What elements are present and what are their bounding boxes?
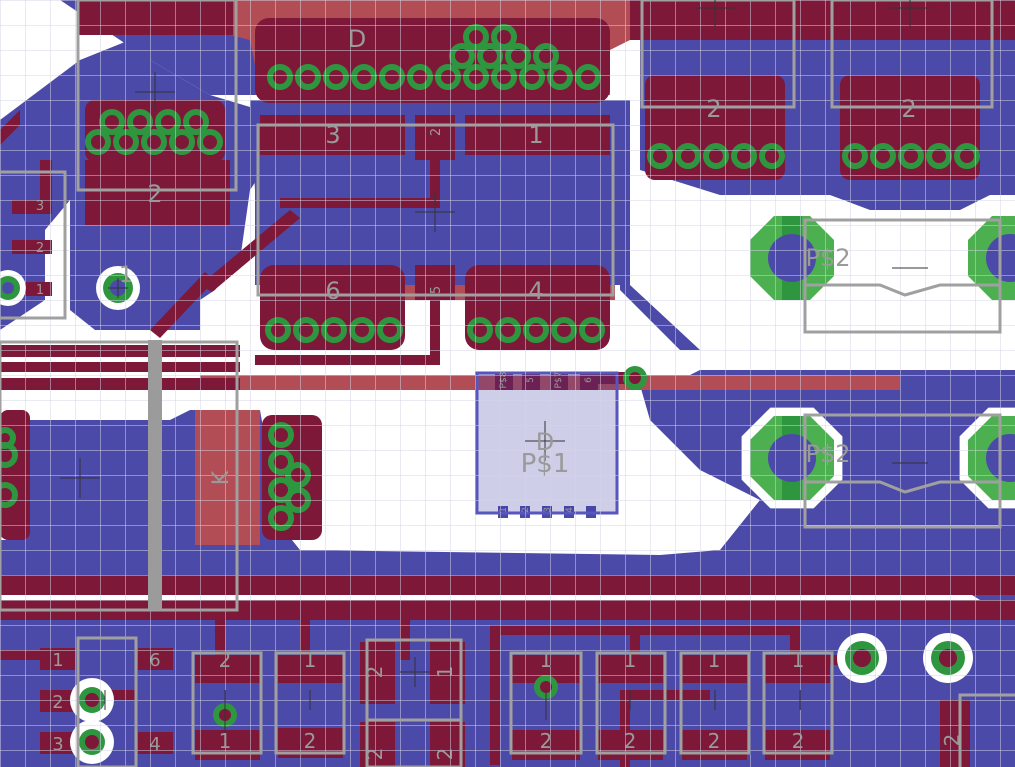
- chip-pad-label: P$1: [521, 449, 570, 479]
- k-block-label: K: [209, 470, 234, 485]
- top-header-label: D: [348, 25, 366, 53]
- silkscreen-labels: D 2 3 1 6 4 2 5 2 2 3 2 1 1 P$2 P$2 D P$…: [36, 25, 964, 760]
- smd-1-a: 2: [219, 648, 232, 672]
- smd-1-b: 1: [219, 729, 232, 753]
- connector-left-pin3: 3: [36, 199, 44, 214]
- smd-7-a: 1: [792, 648, 805, 672]
- opto-pin3: 3: [52, 734, 63, 755]
- header-right-a-label: 2: [706, 95, 721, 123]
- smd-3-b: 1: [433, 666, 457, 679]
- block-left-label: 2: [147, 180, 162, 208]
- chip-pin-bottom-1: 1: [499, 507, 509, 513]
- opto-pin1: 1: [52, 650, 63, 671]
- relay-pin6-label: 6: [325, 277, 340, 305]
- opto-pin6: 6: [149, 650, 160, 671]
- relay-pin2-label: 2: [429, 128, 444, 136]
- chip-pin-bottom-3: 3: [543, 507, 553, 513]
- bottom-left-small-b: 2: [433, 748, 457, 761]
- right-edge-part-label: 2: [940, 734, 964, 747]
- chip-name-label: D: [536, 428, 554, 456]
- bottom-left-small-a: 2: [363, 748, 387, 761]
- terminal-ps2-a-label: P$2: [805, 244, 850, 272]
- relay-pin3-label: 3: [325, 121, 340, 149]
- smd-2-b: 2: [304, 729, 317, 753]
- chip-pin-top-2: 5: [526, 377, 536, 383]
- connector-left-pin1: 1: [36, 283, 44, 298]
- header-right-b-label: 2: [901, 95, 916, 123]
- connector-left-pin2: 2: [36, 241, 44, 256]
- terminal-ps2-b-label: P$2: [805, 440, 850, 468]
- chip-pin-bottom-2: 2: [521, 507, 531, 513]
- relay-pin4-label: 4: [528, 277, 543, 305]
- origin-markers: [60, 0, 930, 735]
- smd-5-b: 2: [624, 729, 637, 753]
- via-label: 1: [119, 263, 133, 288]
- smd-7-b: 2: [792, 729, 805, 753]
- smd-6-a: 1: [708, 648, 721, 672]
- smd-4-b: 2: [540, 729, 553, 753]
- relay-pin5-label: 5: [429, 286, 444, 294]
- smd-4-a: 1: [540, 648, 553, 672]
- opto-pin4: 4: [149, 734, 160, 755]
- chip-pin-bottom-4: 4: [565, 507, 575, 513]
- chip-pin-top-1: P$8: [499, 371, 509, 388]
- chip-pin-top-4: 6: [584, 377, 594, 383]
- smd-3-a: 2: [363, 666, 387, 679]
- smd-5-a: 1: [624, 648, 637, 672]
- opto-pin2: 2: [52, 692, 63, 713]
- smd-2-a: 1: [304, 648, 317, 672]
- relay-pin1-label: 1: [528, 121, 543, 149]
- smd-6-b: 2: [708, 729, 721, 753]
- chip-pin-top-3: P$7: [554, 372, 564, 389]
